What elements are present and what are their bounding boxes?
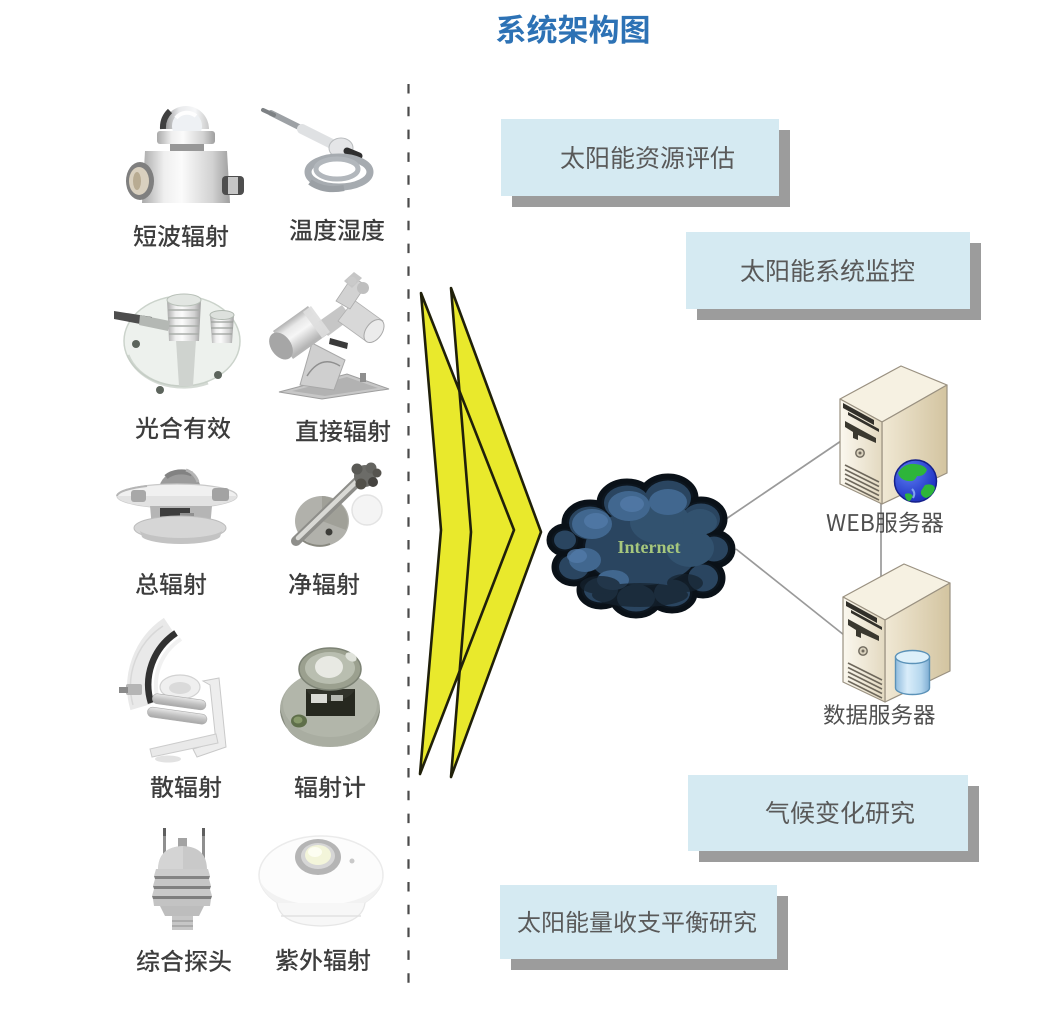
svg-text:Internet: Internet (618, 537, 681, 557)
